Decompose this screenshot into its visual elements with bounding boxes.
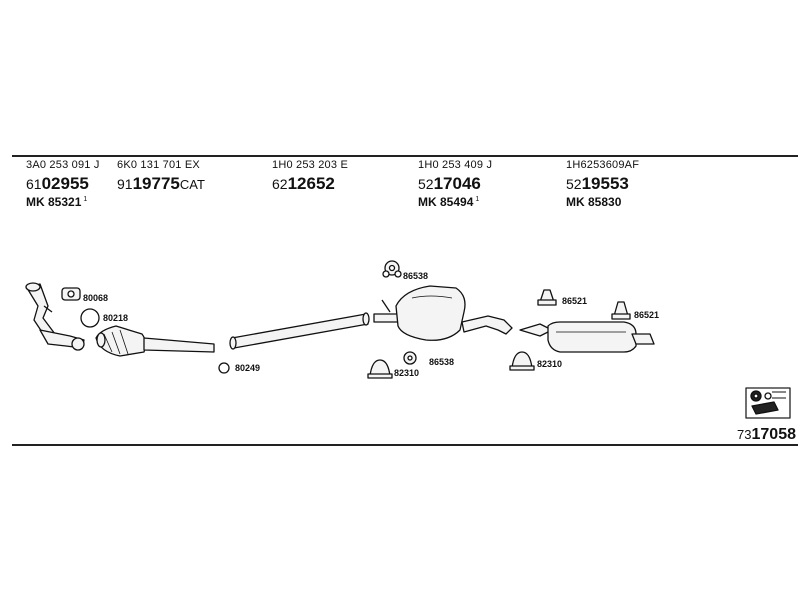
part-number-prefix: 52 <box>566 176 582 192</box>
hanger-86521-right-drawing <box>611 301 631 320</box>
mounting-kit-sup: 1 <box>475 196 480 203</box>
part-number-main: 12652 <box>287 174 335 193</box>
part-number: 9119775CAT <box>117 175 205 193</box>
front-pipe-drawing <box>25 282 85 351</box>
hanger-86521-left-drawing <box>537 289 557 306</box>
part-label-86538-bottom: 86538 <box>429 357 455 367</box>
mounting-kit-sup: 1 <box>83 196 88 203</box>
catalog-reference-number: 7317058 <box>737 426 796 444</box>
part-label-82310-right: 82310 <box>537 359 563 369</box>
top-rule <box>12 155 798 157</box>
part-column-2: 6K0 131 701 EX 9119775CAT <box>117 160 205 193</box>
ring-80218-drawing <box>80 308 100 328</box>
reference-main: 17058 <box>751 426 797 443</box>
catalog-reference-icon <box>745 387 791 419</box>
part-number-main: 19553 <box>581 174 629 193</box>
rear-silencer-drawing <box>519 321 655 353</box>
part-label-80249: 80249 <box>235 363 261 373</box>
part-label-82310-left: 82310 <box>394 368 420 378</box>
center-silencer-drawing <box>373 285 513 341</box>
part-number-prefix: 52 <box>418 176 434 192</box>
gasket-80068-drawing <box>61 287 81 301</box>
clamp-82310-right-drawing <box>509 351 535 371</box>
part-label-86521-left: 86521 <box>562 296 588 306</box>
part-column-3: 1H0 253 203 E 6212652 <box>272 160 348 193</box>
bottom-rule <box>12 444 798 446</box>
part-number-main: 17046 <box>433 174 481 193</box>
clamp-80249-drawing <box>218 362 230 374</box>
middle-pipe-drawing <box>229 312 370 350</box>
mount-86538-bottom-drawing <box>403 351 417 365</box>
part-label-86538-top: 86538 <box>403 271 429 281</box>
catalytic-converter-drawing <box>95 325 215 357</box>
oe-number: 3A0 253 091 J <box>26 159 100 171</box>
part-number-prefix: 62 <box>272 176 288 192</box>
part-number-main: 19775 <box>132 174 180 193</box>
part-number-prefix: 91 <box>117 176 133 192</box>
part-number-main: 02955 <box>41 174 89 193</box>
part-number-suffix: CAT <box>179 177 205 192</box>
oe-number: 6K0 131 701 EX <box>117 159 200 171</box>
part-number: 6102955 <box>26 175 100 193</box>
oe-number: 1H0 253 409 J <box>418 159 493 171</box>
part-label-86521-right: 86521 <box>634 310 660 320</box>
part-label-80218: 80218 <box>103 313 129 323</box>
part-number: 5217046 <box>418 175 492 193</box>
part-number: 6212652 <box>272 175 348 193</box>
reference-prefix: 73 <box>737 427 752 442</box>
oe-number: 1H6253609AF <box>566 159 640 171</box>
part-label-80068: 80068 <box>83 293 109 303</box>
mounting-kit: MK 85830 <box>566 196 639 208</box>
part-number-prefix: 61 <box>26 176 42 192</box>
part-number: 5219553 <box>566 175 639 193</box>
mounting-kit-text: MK 85321 <box>26 195 82 209</box>
mounting-kit-text: MK 85830 <box>566 195 622 209</box>
mount-86538-top-drawing <box>382 260 402 278</box>
mounting-kit-text: MK 85494 <box>418 195 474 209</box>
part-column-5: 1H6253609AF 5219553 MK 85830 <box>566 159 640 209</box>
oe-number: 1H0 253 203 E <box>272 159 348 171</box>
clamp-82310-left-drawing <box>367 359 393 379</box>
